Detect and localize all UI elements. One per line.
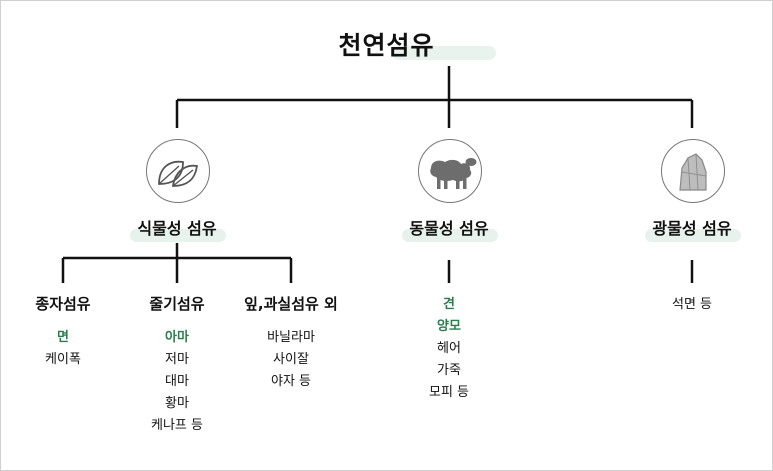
list-item: 양모	[437, 319, 461, 334]
list-item: 아마	[165, 330, 189, 345]
mineral-category-label: 광물성 섬유	[652, 219, 732, 238]
list-item: 케나프 등	[151, 418, 203, 433]
diagram-title: 천연섬유	[338, 31, 435, 60]
mineral-label-highlight	[645, 229, 741, 242]
mineral-fiber-list: 석면 등	[642, 294, 742, 316]
list-item: 바닐라마	[267, 330, 315, 345]
list-item: 황마	[165, 396, 189, 411]
sheep-icon	[430, 158, 477, 189]
seed-fiber-label: 종자섬유	[35, 295, 91, 313]
animal-category-label: 동물성 섬유	[409, 219, 489, 238]
stem-fiber-label: 줄기섬유	[149, 295, 205, 313]
list-item: 사이잘	[273, 352, 309, 367]
list-item: 모피 등	[428, 385, 469, 400]
title-highlight	[392, 46, 496, 60]
plant-category-label: 식물성 섬유	[137, 219, 217, 238]
list-item: 가죽	[437, 363, 461, 378]
list-item: 면	[57, 330, 69, 345]
mineral-icon-circle	[661, 139, 725, 203]
animal-fiber-list: 견 양모 헤어 가죽 모피 등	[399, 294, 499, 404]
rock-icon	[679, 153, 707, 191]
plant-icon-circle	[146, 139, 210, 203]
list-item: 견	[443, 297, 455, 312]
plant-label-highlight	[130, 229, 226, 242]
list-item: 케이폭	[45, 352, 81, 367]
leaf-fruit-fiber-list: 바닐라마 사이잘 야자 등	[241, 327, 341, 393]
list-item: 석면 등	[671, 297, 712, 312]
leaf-fruit-fiber-label: 잎,과실섬유 외	[244, 295, 338, 313]
list-item: 저마	[165, 352, 189, 367]
animal-label-highlight	[402, 229, 498, 242]
list-item: 야자 등	[270, 374, 311, 389]
leaves-icon	[158, 160, 199, 187]
list-item: 헤어	[437, 341, 461, 356]
stem-fiber-list: 아마 저마 대마 황마 케나프 등	[127, 327, 227, 437]
animal-icon-circle	[418, 139, 482, 203]
list-item: 대마	[165, 374, 189, 389]
seed-fiber-list: 면 케이폭	[13, 327, 113, 371]
